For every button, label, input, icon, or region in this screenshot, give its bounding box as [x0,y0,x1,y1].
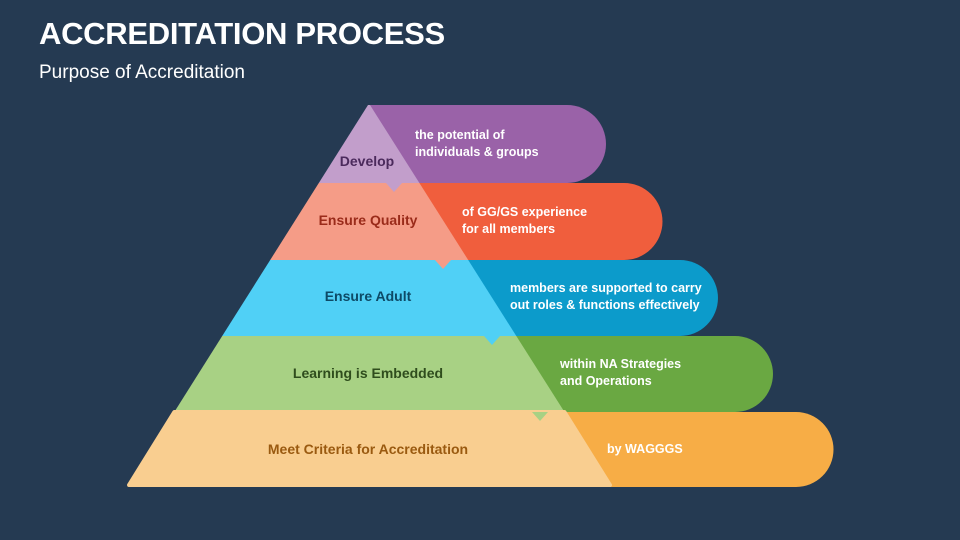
notch-ensure-quality [435,260,451,269]
pyramid-band-ensure-adult [222,260,517,336]
banner-develop [370,105,606,183]
desc-line: of GG/GS experience [462,205,588,219]
pyramid-band-develop [318,105,420,183]
desc-line: within NA Strategies [560,357,682,371]
pyramid-band-learning-embedded [174,336,565,412]
notch-develop [386,183,402,192]
page-title: ACCREDITATION PROCESS [39,16,445,51]
desc-line: and Operations [560,374,652,388]
banner-ensure-adult [460,260,718,336]
desc-line: the potential of [415,128,505,142]
level-label-learning-embedded: Learning is Embedded [292,365,444,381]
desc-ensure-quality: of GG/GS experience for all members [462,204,587,238]
desc-line: for all members [462,222,556,236]
pyramid-band-meet-criteria [127,410,612,487]
notch-ensure-adult [484,336,500,345]
banner-meet-criteria [555,412,834,487]
desc-line: members are supported to carry [510,281,702,295]
level-label-develop: Develop [339,153,395,169]
desc-develop: the potential of individuals & groups [415,127,539,161]
desc-ensure-adult: members are supported to carry out roles … [510,280,702,314]
banner-learning-embedded [505,336,773,412]
desc-learning-embedded: within NA Strategies and Operations [560,356,681,390]
desc-line: out roles & functions effectively [510,298,700,312]
banner-ensure-quality [410,183,663,260]
notch-learning-embedded [532,412,548,421]
level-label-ensure-quality: Ensure Quality [318,212,418,228]
desc-meet-criteria: by WAGGGS [607,441,683,458]
pyramid-band-ensure-quality [270,183,469,260]
desc-line: individuals & groups [415,145,539,159]
page-subtitle: Purpose of Accreditation [39,62,245,83]
level-label-ensure-adult: Ensure Adult [324,288,412,304]
desc-line: by WAGGGS [607,442,683,456]
level-label-meet-criteria: Meet Criteria for Accreditation [267,441,469,457]
